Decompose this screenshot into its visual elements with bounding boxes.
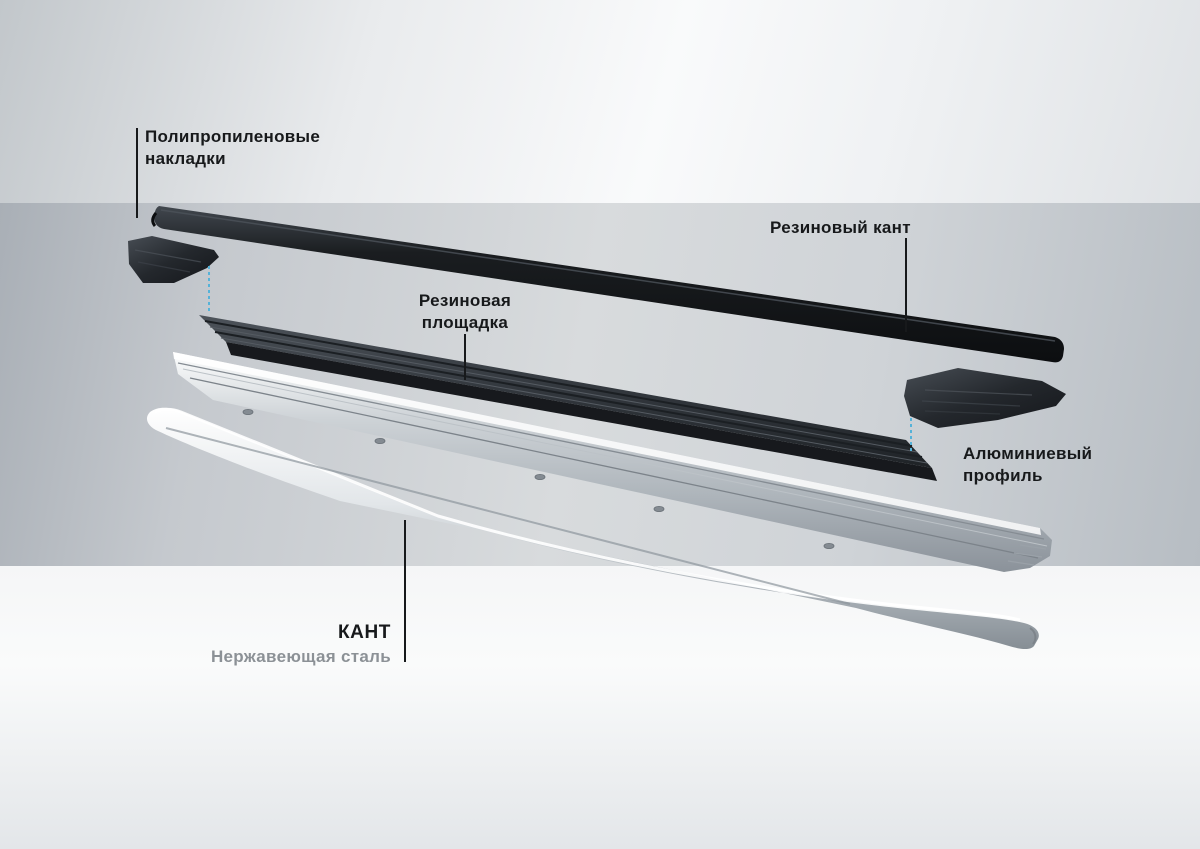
label-kant-title: КАНТ	[337, 622, 391, 643]
label-polypropylene-pads: Полипропиленовые накладки	[145, 126, 320, 170]
background-bottom-band	[0, 566, 1200, 849]
label-rubber-platform: Резиновая площадка	[385, 290, 545, 334]
left-end-cap	[128, 236, 219, 283]
label-polypropylene-pads-line1: Полипропиленовые	[145, 127, 321, 146]
background-top-band	[0, 0, 1200, 203]
label-aluminum-profile-line1: Алюминиевый	[963, 444, 1093, 463]
label-aluminum-profile: Алюминиевый профиль	[963, 443, 1092, 487]
label-rubber-platform-line1: Резиновая	[418, 291, 512, 310]
aluminum-profile	[173, 352, 1052, 572]
label-aluminum-profile-line2: профиль	[963, 466, 1043, 485]
label-rubber-edge: Резиновый кант	[770, 218, 911, 237]
label-kant-subtitle: Нержавеющая сталь	[210, 647, 391, 666]
label-kant: КАНТ Нержавеющая сталь	[141, 620, 391, 669]
rubber-platform	[199, 315, 937, 481]
stainless-steel-kant	[146, 407, 1039, 650]
right-end-cap	[904, 368, 1066, 428]
label-polypropylene-pads-line2: накладки	[145, 149, 226, 168]
label-rubber-platform-line2: площадка	[421, 313, 509, 332]
